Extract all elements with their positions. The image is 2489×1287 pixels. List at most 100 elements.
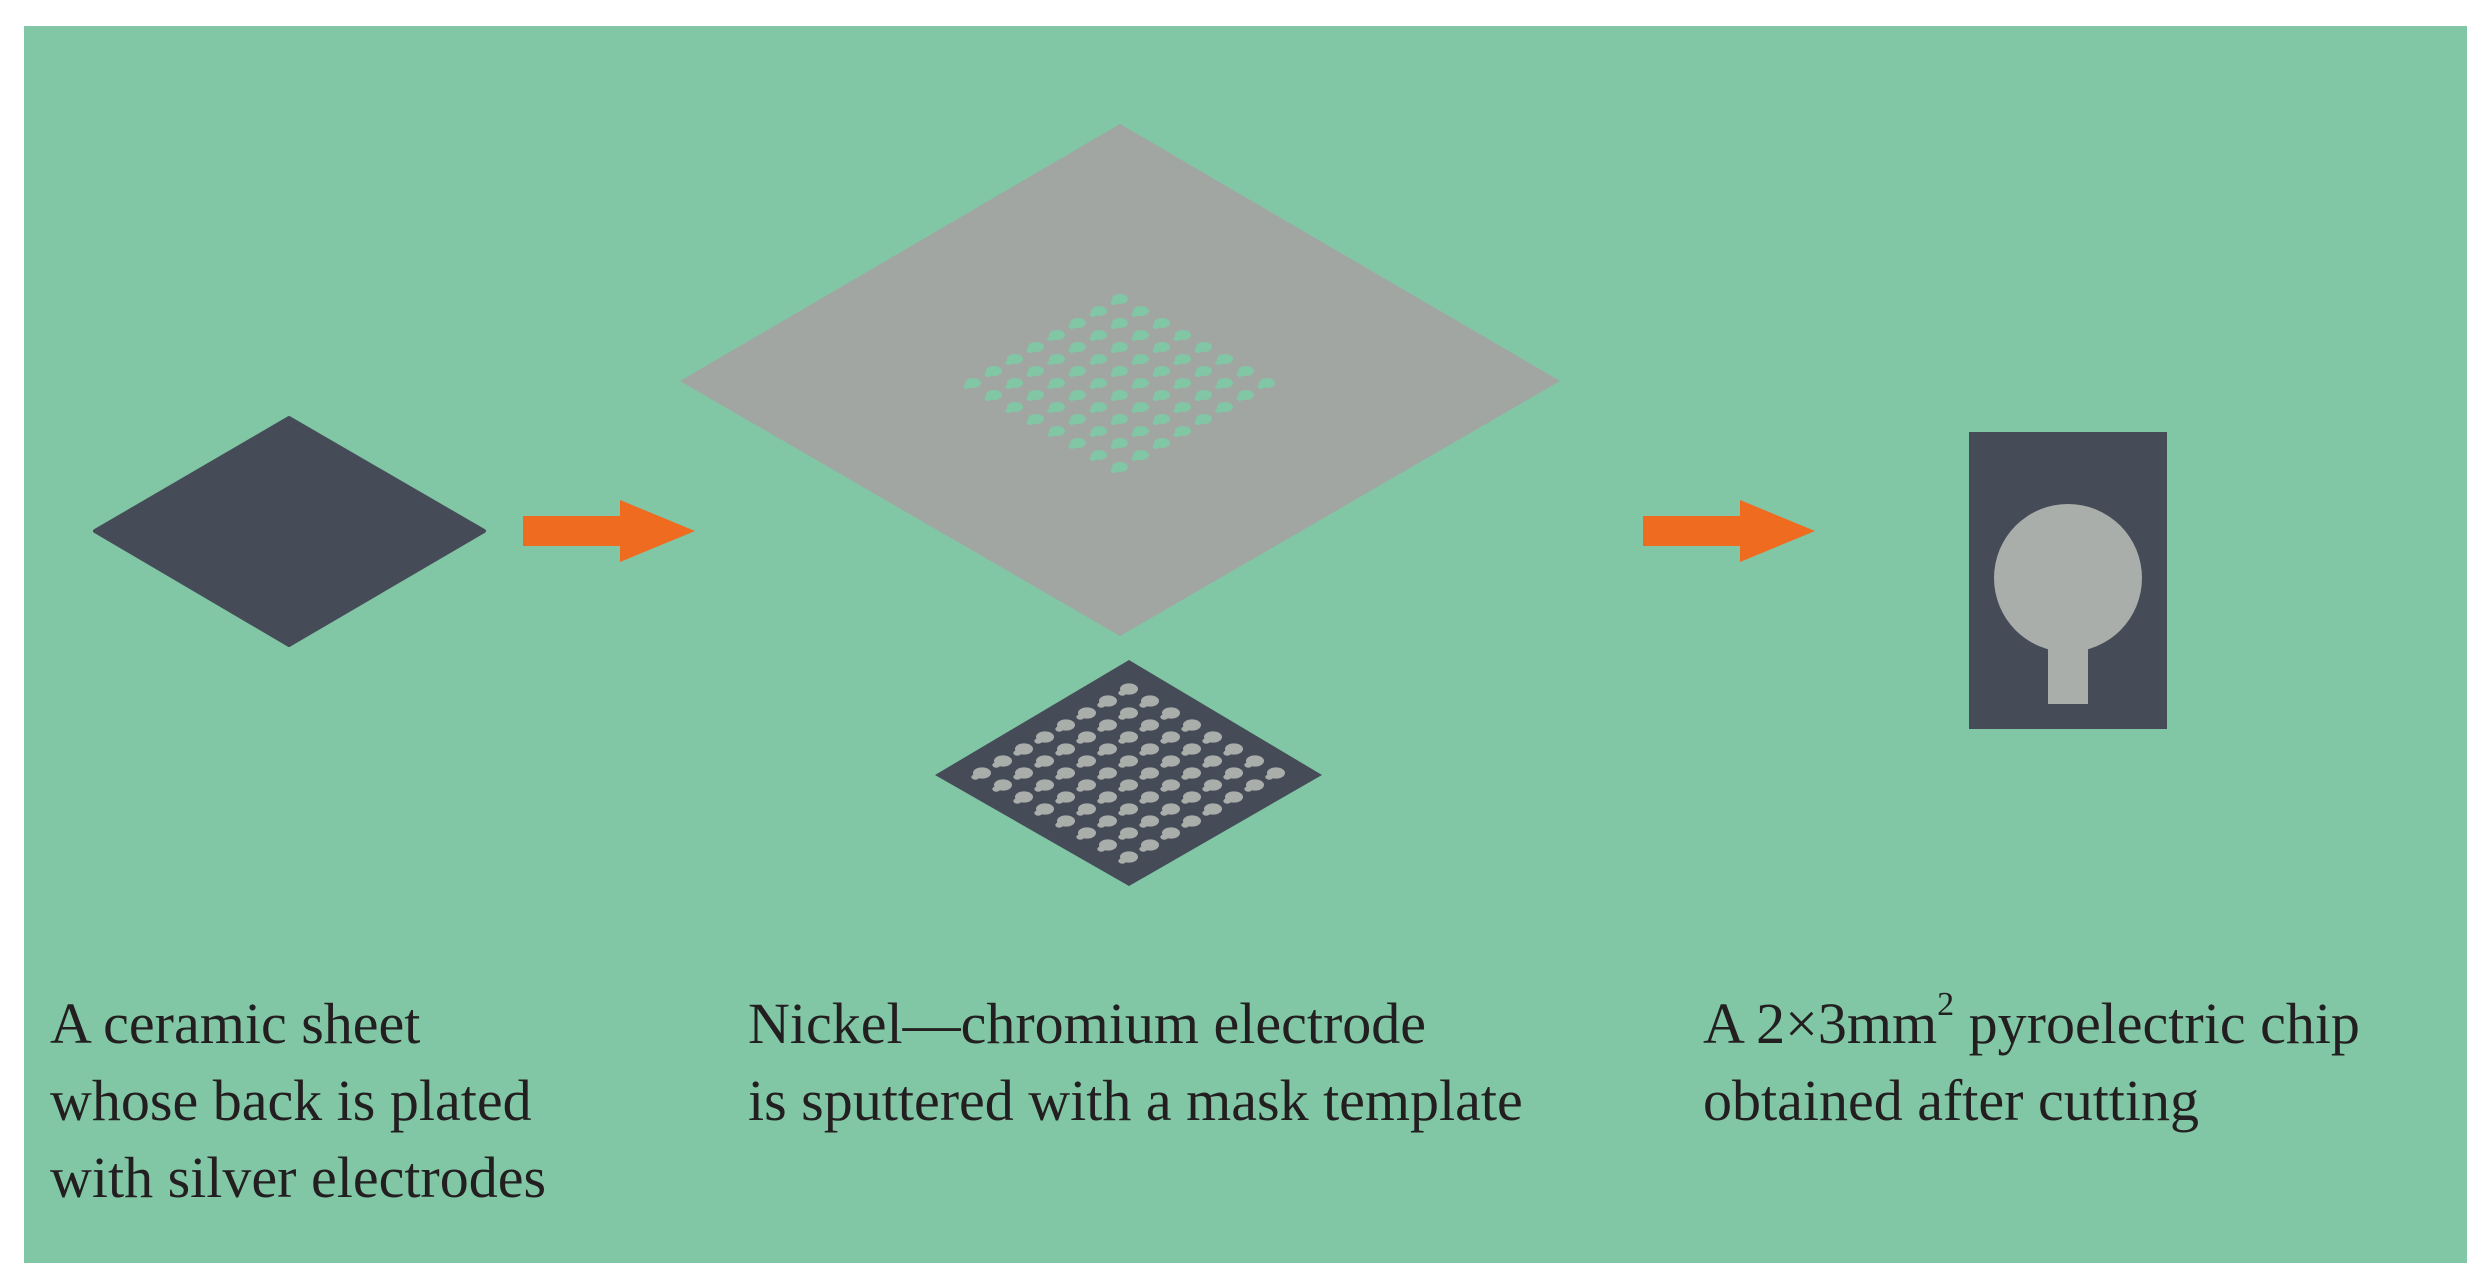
electrode-dot-tab bbox=[992, 762, 1001, 768]
electrode-dot-tab bbox=[1160, 762, 1169, 768]
electrode-dot-tab bbox=[1055, 726, 1064, 732]
mask-hole-tab bbox=[1173, 432, 1181, 437]
electrode-dot-tab bbox=[971, 774, 980, 780]
mask-hole-tab bbox=[1173, 360, 1181, 365]
electrode-dot-tab bbox=[1160, 810, 1169, 816]
electrode-dot-tab bbox=[1139, 726, 1148, 732]
electrode-dot-tab bbox=[1097, 726, 1106, 732]
arrow-step-2-to-3 bbox=[1643, 500, 1815, 562]
electrode-dot-tab bbox=[1244, 786, 1253, 792]
mask-hole-tab bbox=[1215, 408, 1223, 413]
electrode-dot-tab bbox=[1118, 786, 1127, 792]
mask-hole-tab bbox=[1110, 396, 1118, 401]
mask-hole-tab bbox=[1110, 444, 1118, 449]
electrode-dot-tab bbox=[1223, 774, 1232, 780]
mask-hole-tab bbox=[1257, 384, 1265, 389]
caption-step-1-line-1: A ceramic sheet bbox=[50, 991, 421, 1056]
mask-hole-tab bbox=[1152, 348, 1160, 353]
mask-hole-tab bbox=[1089, 432, 1097, 437]
caption-step-2-line-2: is sputtered with a mask template bbox=[748, 1068, 1523, 1133]
mask-hole-tab bbox=[1089, 336, 1097, 341]
mask-hole-tab bbox=[1005, 360, 1013, 365]
caption-step-3-text-a: A 2×3mm bbox=[1703, 991, 1938, 1056]
electrode-dot-tab bbox=[1034, 738, 1043, 744]
electrode-dot-tab bbox=[1034, 786, 1043, 792]
electrode-dot-tab bbox=[1055, 798, 1064, 804]
mask-hole-tab bbox=[1089, 312, 1097, 317]
electrode-dot-tab bbox=[1139, 774, 1148, 780]
mask-hole-tab bbox=[1152, 420, 1160, 425]
electrode-dot-tab bbox=[1076, 762, 1085, 768]
mask-hole-tab bbox=[1173, 408, 1181, 413]
electrode-dot-tab bbox=[1139, 750, 1148, 756]
mask-hole-tab bbox=[1005, 408, 1013, 413]
mask-hole-tab bbox=[1131, 360, 1139, 365]
electrode-dot-tab bbox=[1181, 726, 1190, 732]
mask-hole-tab bbox=[1026, 372, 1034, 377]
electrode-dot-tab bbox=[1139, 798, 1148, 804]
electrode-dot-tab bbox=[1160, 714, 1169, 720]
mask-hole-tab bbox=[1173, 384, 1181, 389]
caption-step-1-line-3: with silver electrodes bbox=[50, 1145, 547, 1210]
mask-hole-tab bbox=[1110, 300, 1118, 305]
electrode-dot-tab bbox=[1013, 774, 1022, 780]
mask-hole-tab bbox=[1068, 372, 1076, 377]
electrode-dot-tab bbox=[1076, 786, 1085, 792]
electrode-dot-tab bbox=[1202, 810, 1211, 816]
mask-hole-tab bbox=[1047, 408, 1055, 413]
mask-hole-tab bbox=[1026, 396, 1034, 401]
mask-hole-tab bbox=[1047, 336, 1055, 341]
mask-hole-tab bbox=[1131, 408, 1139, 413]
electrode-dot-tab bbox=[1055, 750, 1064, 756]
electrode-dot-tab bbox=[1139, 846, 1148, 852]
mask-hole-tab bbox=[1131, 336, 1139, 341]
mask-hole-tab bbox=[1089, 360, 1097, 365]
caption-step-3-line-1: A 2×3mm2 pyroelectric chip bbox=[1703, 985, 2360, 1062]
mask-hole-tab bbox=[1131, 432, 1139, 437]
electrode-dot-tab bbox=[1055, 774, 1064, 780]
mask-hole-tab bbox=[1152, 396, 1160, 401]
electrode-dot-tab bbox=[1013, 750, 1022, 756]
mask-hole-tab bbox=[1068, 324, 1076, 329]
mask-hole-tab bbox=[1026, 348, 1034, 353]
mask-hole-tab bbox=[1173, 336, 1181, 341]
mask-hole-tab bbox=[1047, 384, 1055, 389]
electrode-dot-tab bbox=[1118, 810, 1127, 816]
electrode-dot-tab bbox=[1118, 714, 1127, 720]
mask-hole-tab bbox=[1110, 468, 1118, 473]
electrode-dot-tab bbox=[1139, 822, 1148, 828]
mask-hole-tab bbox=[1215, 360, 1223, 365]
electrode-dot-tab bbox=[1160, 786, 1169, 792]
electrode-dot-tab bbox=[1118, 690, 1127, 696]
mask-hole-tab bbox=[1047, 432, 1055, 437]
mask-hole-tab bbox=[1110, 372, 1118, 377]
electrode-dot-tab bbox=[1160, 738, 1169, 744]
mask-hole-tab bbox=[1131, 384, 1139, 389]
mask-hole-tab bbox=[963, 384, 971, 389]
mask-hole-tab bbox=[984, 396, 992, 401]
mask-hole-tab bbox=[1026, 420, 1034, 425]
electrode-dot-tab bbox=[1181, 774, 1190, 780]
electrode-dot-tab bbox=[1223, 750, 1232, 756]
electrode-dot-tab bbox=[1118, 738, 1127, 744]
electrode-dot-tab bbox=[1097, 774, 1106, 780]
electrode-dot-tab bbox=[1202, 738, 1211, 744]
mask-hole-tab bbox=[1068, 348, 1076, 353]
mask-hole-tab bbox=[1005, 384, 1013, 389]
electrode-dot-tab bbox=[1097, 822, 1106, 828]
mask-holes bbox=[963, 294, 1275, 473]
ceramic-sheet bbox=[93, 416, 486, 647]
electrode-dot-tab bbox=[1181, 798, 1190, 804]
mask-hole-tab bbox=[1068, 420, 1076, 425]
mask-hole-tab bbox=[1089, 384, 1097, 389]
mask-hole-tab bbox=[1194, 348, 1202, 353]
mask-hole-tab bbox=[1152, 324, 1160, 329]
caption-step-1-line-2: whose back is plated bbox=[50, 1068, 532, 1133]
caption-step-2: Nickel—chromium electrode is sputtered w… bbox=[748, 985, 1523, 1139]
electrode-dot-tab bbox=[1244, 762, 1253, 768]
mask-hole-tab bbox=[1089, 408, 1097, 413]
electrode-array-sheet bbox=[935, 660, 1322, 886]
caption-step-3: A 2×3mm2 pyroelectric chip obtained afte… bbox=[1703, 985, 2360, 1139]
electrode-dot-tab bbox=[1034, 810, 1043, 816]
